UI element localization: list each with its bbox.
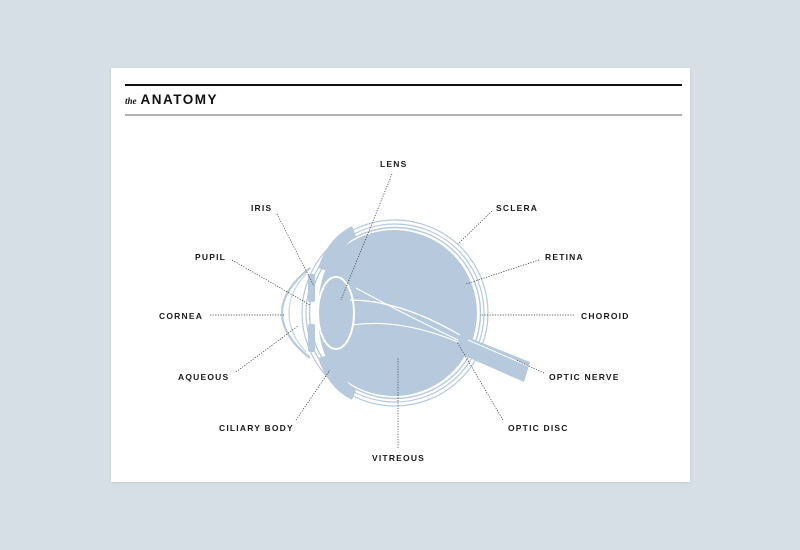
label-optic-disc: OPTIC DISC (508, 423, 569, 433)
choroid-ring (305, 223, 485, 403)
label-optic-nerve: OPTIC NERVE (549, 372, 620, 382)
label-iris: IRIS (251, 203, 272, 213)
label-retina: RETINA (545, 252, 584, 262)
vitreous-fibre-2 (355, 287, 459, 341)
heading-prefix: the (125, 96, 137, 106)
ciliary-body-lower (318, 354, 356, 400)
label-lens: LENS (380, 159, 407, 169)
leader-iris (276, 213, 315, 287)
header-rule-top (125, 84, 682, 86)
label-choroid: CHOROID (581, 311, 630, 321)
leader-lens (340, 173, 393, 301)
optic-nerve-edge (467, 339, 529, 367)
leader-pupil (231, 259, 311, 306)
vitreous-fibre-1 (349, 299, 461, 336)
label-aqueous: AQUEOUS (178, 372, 229, 382)
lens-shape (317, 276, 355, 350)
cornea-shape (280, 267, 311, 359)
label-ciliary-body: CILIARY BODY (219, 423, 294, 433)
label-cornea: CORNEA (159, 311, 203, 321)
heading-title: ANATOMY (140, 92, 219, 107)
vitreous-fibre-3 (351, 322, 459, 343)
eye-illustration (280, 219, 530, 407)
sclera-outer-ring (301, 219, 489, 407)
leader-lines (210, 173, 574, 448)
aqueous-chamber-line (288, 273, 307, 353)
iris-lower (308, 324, 315, 352)
label-sclera: SCLERA (496, 203, 538, 213)
ciliary-body-upper (318, 226, 356, 272)
label-vitreous: VITREOUS (372, 453, 425, 463)
header-rule-bottom (125, 114, 682, 116)
leader-sclera (457, 210, 493, 245)
leader-retina (465, 259, 540, 285)
iris-upper (308, 274, 315, 302)
leader-aqueous (235, 325, 299, 373)
label-pupil: PUPIL (195, 252, 226, 262)
part-labels: LENS IRIS SCLERA PUPIL RETINA CORNEA CHO… (159, 159, 630, 463)
optic-nerve-shape (456, 334, 530, 382)
vitreous-body (318, 229, 477, 396)
section-heading: the ANATOMY (125, 92, 218, 107)
leader-ciliary-body (295, 369, 331, 421)
leader-optic-disc (456, 341, 504, 421)
